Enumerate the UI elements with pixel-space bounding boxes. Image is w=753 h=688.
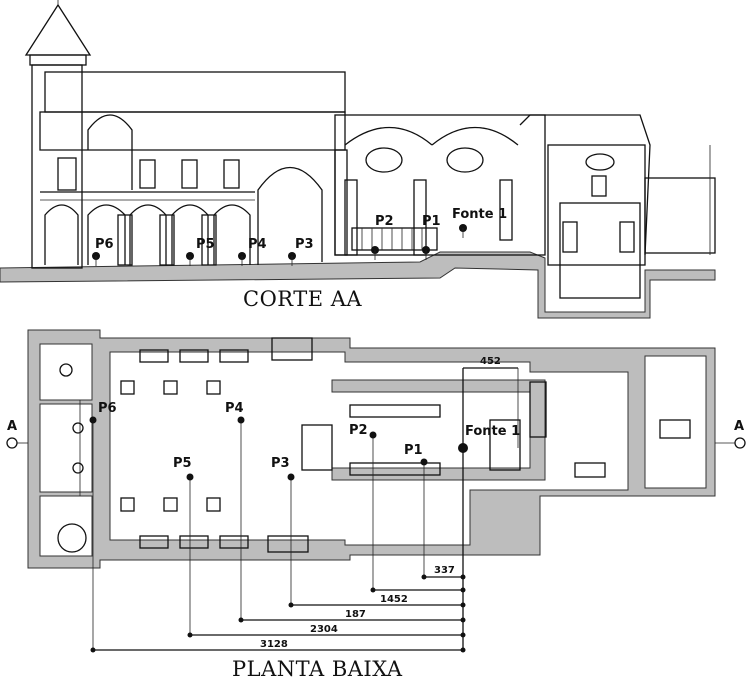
plan-point-5: P1	[404, 443, 428, 466]
plan-point-4: P2	[349, 423, 377, 439]
dimension-label: 2304	[310, 624, 338, 635]
arcade	[44, 166, 323, 266]
plan-outer-walls	[27, 329, 716, 569]
plan-title: PLANTA BAIXA	[232, 657, 403, 681]
dimension-label: 1452	[380, 594, 408, 605]
section-point-3: P3	[288, 237, 314, 266]
measurement-point-marker	[420, 458, 428, 466]
measurement-point-marker	[458, 443, 468, 453]
section-point-label: P3	[295, 237, 314, 252]
bell-tower	[24, 0, 92, 269]
plan-point-label: P4	[225, 401, 244, 416]
section-marker-right: A	[715, 419, 746, 449]
measurement-point-marker	[89, 416, 97, 424]
measurement-point-marker	[186, 473, 194, 481]
section-point-1: P5	[186, 237, 215, 266]
section-point-5: P1	[422, 214, 441, 260]
dimension-label: 337	[434, 565, 455, 576]
plan-point-label: P6	[98, 401, 117, 416]
section-point-6: Fonte 1	[452, 207, 507, 238]
svg-text:A: A	[7, 419, 17, 434]
section-elevation: P6 P5 P4 P3 P2 P1 Fonte 1	[0, 0, 716, 319]
plan-point-1: P5	[173, 456, 194, 481]
svg-text:A: A	[734, 419, 744, 434]
plan-point-label: P3	[271, 456, 290, 471]
section-point-label: P5	[196, 237, 215, 252]
plan-point-3: P3	[271, 456, 295, 481]
plan-point-0: P6	[89, 401, 117, 424]
dimension-label: 3128	[260, 639, 288, 650]
plan-point-6: Fonte 1	[458, 424, 520, 453]
plan-point-label: P5	[173, 456, 192, 471]
plan-point-label: P2	[349, 423, 368, 438]
section-point-label: Fonte 1	[452, 207, 507, 222]
section-marker-left: A	[6, 419, 28, 449]
measurement-point-marker	[237, 416, 245, 424]
nave-roof	[44, 71, 346, 113]
section-point-2: P4	[238, 237, 267, 266]
plan-point-label: P1	[404, 443, 423, 458]
dimension-label: 452	[480, 356, 501, 367]
measurement-point-marker	[369, 431, 377, 439]
plan-point-label: Fonte 1	[465, 424, 520, 439]
section-point-label: P6	[95, 237, 114, 252]
section-title: CORTE AA	[243, 287, 362, 311]
section-point-label: P4	[248, 237, 267, 252]
section-point-0: P6	[92, 237, 114, 266]
plan-point-2: P4	[225, 401, 245, 424]
section-point-4: P2	[371, 214, 394, 260]
section-ground	[0, 251, 716, 319]
section-point-label: P1	[422, 214, 441, 229]
measurement-point-marker	[287, 473, 295, 481]
section-point-label: P2	[375, 214, 394, 229]
dimension-label: 187	[345, 609, 366, 620]
